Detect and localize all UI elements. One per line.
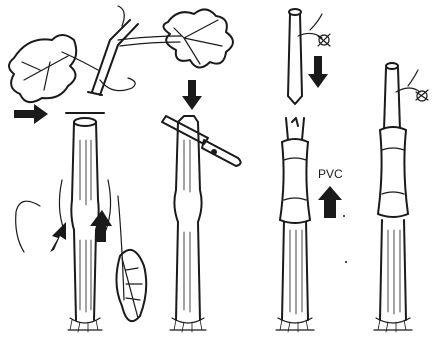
pvc-sleeve xyxy=(378,127,408,217)
removed-leaf xyxy=(116,250,146,321)
left-cut-line xyxy=(59,180,64,230)
rootstock-stem-2 xyxy=(170,116,206,332)
knife-icon xyxy=(162,116,241,166)
speck xyxy=(345,261,347,263)
scion-cutting xyxy=(288,9,330,104)
pvc-sleeve xyxy=(280,139,310,223)
arrow-up-icon xyxy=(90,210,112,242)
arrow-down-icon xyxy=(308,56,328,88)
removed-tendril xyxy=(16,201,40,252)
arrow-up-icon xyxy=(318,186,342,218)
arrow-right-icon xyxy=(14,104,48,124)
speck xyxy=(343,215,345,217)
removed-shoot xyxy=(118,196,124,300)
scion-on-stock xyxy=(384,63,428,130)
pvc-label: PVC xyxy=(318,167,343,181)
arrow-down-icon xyxy=(182,80,202,110)
scion-shoot-with-leaves xyxy=(62,6,182,95)
left-leaf xyxy=(9,35,76,102)
right-leaf xyxy=(163,9,233,67)
arrow-up-icon xyxy=(50,222,66,252)
rootstock-stem-4 xyxy=(374,220,412,332)
